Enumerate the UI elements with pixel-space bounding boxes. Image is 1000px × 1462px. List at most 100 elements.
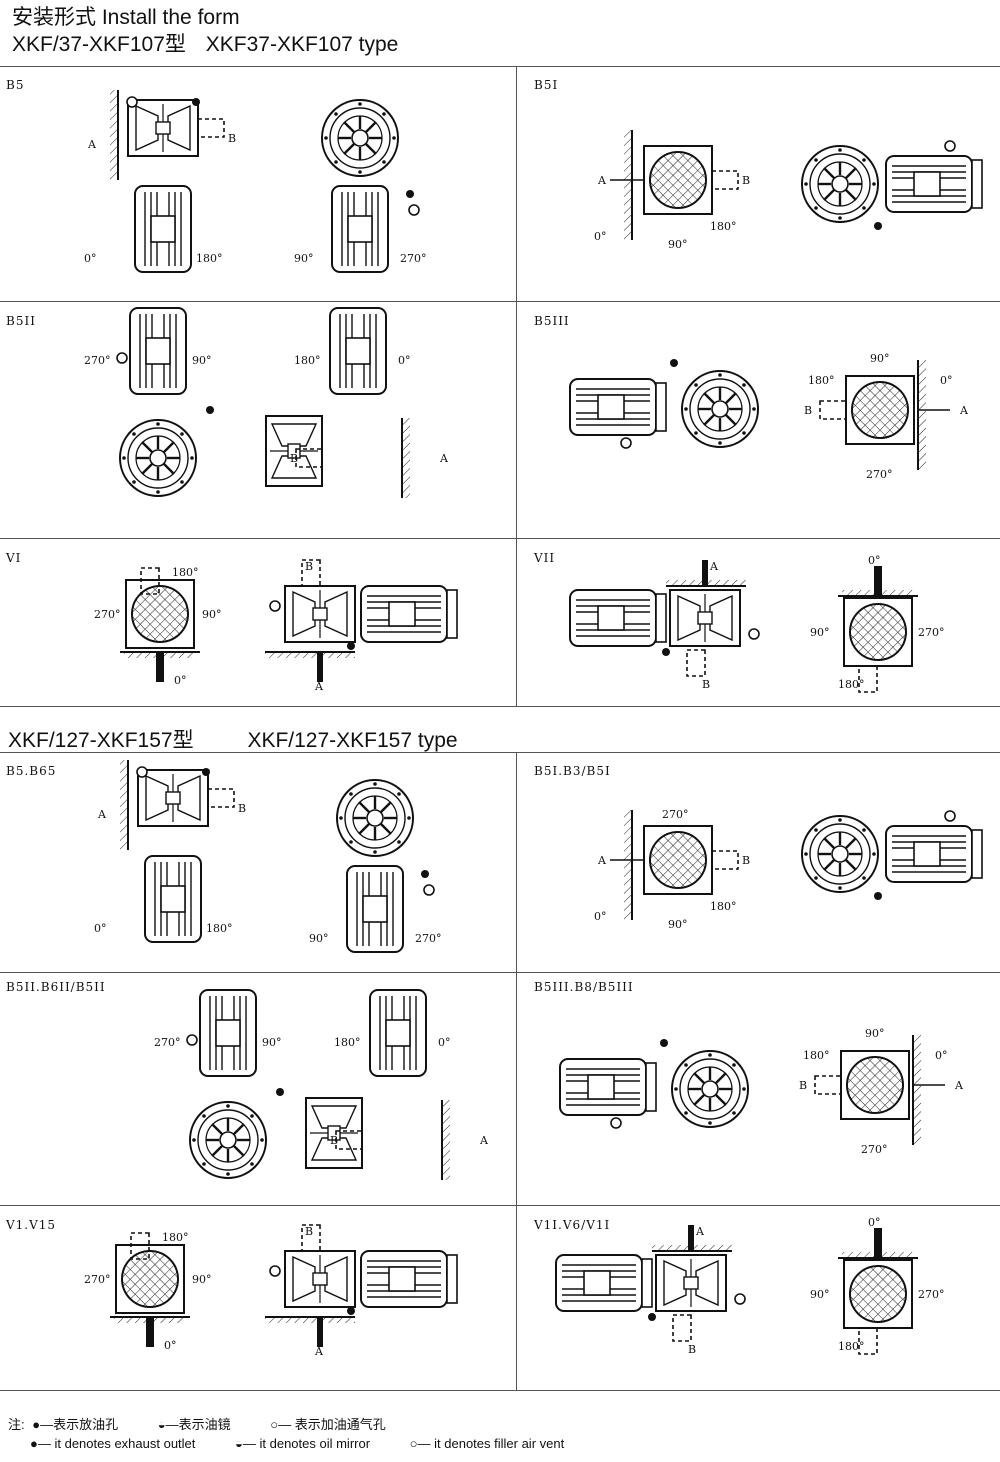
series1-en: XKF37-XKF107 type bbox=[205, 33, 399, 56]
flange-wheel bbox=[670, 1049, 750, 1129]
angle-label: 270° bbox=[84, 1273, 111, 1286]
end-view: 270°90°180°0° bbox=[84, 1231, 212, 1352]
mounting-wall bbox=[913, 1035, 921, 1145]
exhaust-outlet-icon bbox=[874, 892, 882, 900]
angle-label: 270° bbox=[918, 1288, 945, 1301]
panel-label: V1I.V6/V1I bbox=[534, 1218, 611, 1232]
legend-item: ●— it denotes exhaust outlet bbox=[30, 1436, 196, 1451]
angle-label: 90° bbox=[202, 608, 222, 621]
shaft-a-label: A bbox=[479, 1134, 489, 1147]
shaft-a-label: A bbox=[954, 1079, 964, 1092]
panel-label: B5III.B8/B5III bbox=[534, 980, 634, 994]
mounting-wall bbox=[442, 1100, 450, 1180]
angle-label: 180° bbox=[808, 374, 835, 387]
exhaust-outlet-icon bbox=[874, 222, 882, 230]
angle-label: 180° bbox=[838, 1340, 865, 1353]
side-view-horizontal bbox=[569, 359, 760, 449]
motor bbox=[885, 155, 983, 213]
legend-text: —表示放油孔 bbox=[40, 1417, 119, 1432]
grid-line bbox=[0, 301, 1000, 302]
gearbox-end bbox=[125, 579, 195, 649]
legend-en: ●— it denotes exhaust outlet ◒— it denot… bbox=[30, 1436, 600, 1451]
grid-line bbox=[0, 752, 1000, 753]
legend-text: — it denotes oil mirror bbox=[242, 1436, 371, 1451]
shaft-b-label: B bbox=[804, 404, 812, 417]
dashed-shaft bbox=[711, 170, 739, 190]
exhaust-outlet-icon bbox=[347, 1307, 355, 1315]
angle-label: 0° bbox=[935, 1049, 948, 1062]
gearbox-side bbox=[137, 769, 209, 827]
legend-text: —表示油镜 bbox=[165, 1417, 231, 1432]
angle-label: 0° bbox=[438, 1036, 451, 1049]
angle-label: 270° bbox=[400, 252, 427, 265]
flange-wheel bbox=[335, 778, 415, 858]
shaft-b-label: B bbox=[228, 132, 236, 145]
front-view-vertical: 90°270° bbox=[294, 98, 427, 273]
side-view-horizontal: AB bbox=[555, 1225, 746, 1356]
shaft-b-label: B bbox=[702, 678, 710, 691]
motor bbox=[559, 1058, 657, 1116]
angle-label: 0° bbox=[94, 922, 107, 935]
mounting-wall bbox=[402, 418, 410, 498]
panel-label: VI bbox=[6, 551, 22, 565]
panel-label: B5II.B6II/B5II bbox=[6, 980, 106, 994]
motor bbox=[360, 1250, 458, 1308]
panel-label: V1.V15 bbox=[6, 1218, 57, 1232]
mounting-wall bbox=[918, 360, 926, 470]
grid-line bbox=[0, 706, 1000, 707]
motor bbox=[569, 378, 667, 436]
motor bbox=[329, 307, 387, 395]
motor bbox=[134, 185, 192, 273]
gearbox-side bbox=[669, 589, 741, 647]
filler-air-vent-icon bbox=[620, 437, 632, 449]
exhaust-outlet-icon bbox=[670, 359, 678, 367]
shaft-b-label: B bbox=[290, 452, 298, 465]
motor bbox=[885, 825, 983, 883]
panel-label: VII bbox=[534, 551, 556, 565]
legend-text: — it denotes filler air vent bbox=[417, 1436, 565, 1451]
motor bbox=[199, 989, 257, 1077]
shaft-b-label: B bbox=[688, 1343, 696, 1356]
angle-label: 90° bbox=[810, 626, 830, 639]
motor bbox=[555, 1254, 653, 1312]
shaft-b-label: B bbox=[330, 1134, 338, 1147]
motor bbox=[369, 989, 427, 1077]
side-view-horizontal bbox=[800, 140, 983, 230]
gearbox-end bbox=[643, 825, 713, 895]
gearbox-side bbox=[655, 1254, 727, 1312]
shaft-a-label: A bbox=[597, 174, 607, 187]
end-view: 0°90°270°180° bbox=[810, 554, 945, 693]
shaft-b-label: B bbox=[742, 174, 750, 187]
mounting-wall bbox=[265, 1317, 355, 1323]
mounting-wall bbox=[624, 130, 632, 240]
angle-label: 180° bbox=[206, 922, 233, 935]
filler-air-vent-icon bbox=[734, 1293, 746, 1305]
exhaust-outlet-icon bbox=[206, 406, 214, 414]
motor bbox=[129, 307, 187, 395]
gearbox-end bbox=[845, 375, 915, 445]
title-en: Install the form bbox=[101, 6, 240, 29]
angle-label: 180° bbox=[196, 252, 223, 265]
gearbox-end bbox=[643, 145, 713, 215]
angle-label: 0° bbox=[84, 252, 97, 265]
dashed-shaft bbox=[686, 649, 706, 677]
angle-label: 0° bbox=[398, 354, 411, 367]
side-view-horizontal: BA bbox=[265, 559, 458, 693]
legend-item: ○— it denotes filler air vent bbox=[409, 1436, 565, 1451]
filler-air-vent-icon bbox=[610, 1117, 622, 1129]
flange-wheel bbox=[320, 98, 400, 178]
gearbox-side bbox=[305, 1097, 363, 1169]
gearbox-side bbox=[127, 99, 199, 157]
angle-label: 90° bbox=[192, 1273, 212, 1286]
angle-label: 90° bbox=[262, 1036, 282, 1049]
exhaust-outlet-icon bbox=[660, 1039, 668, 1047]
angle-label: 90° bbox=[810, 1288, 830, 1301]
panel-label: B5II bbox=[6, 314, 36, 328]
exhaust-outlet-icon bbox=[347, 642, 355, 650]
angle-label: 0° bbox=[594, 910, 607, 923]
grid-line bbox=[0, 972, 1000, 973]
exhaust-outlet-icon bbox=[202, 768, 210, 776]
angle-label: 90° bbox=[309, 932, 329, 945]
